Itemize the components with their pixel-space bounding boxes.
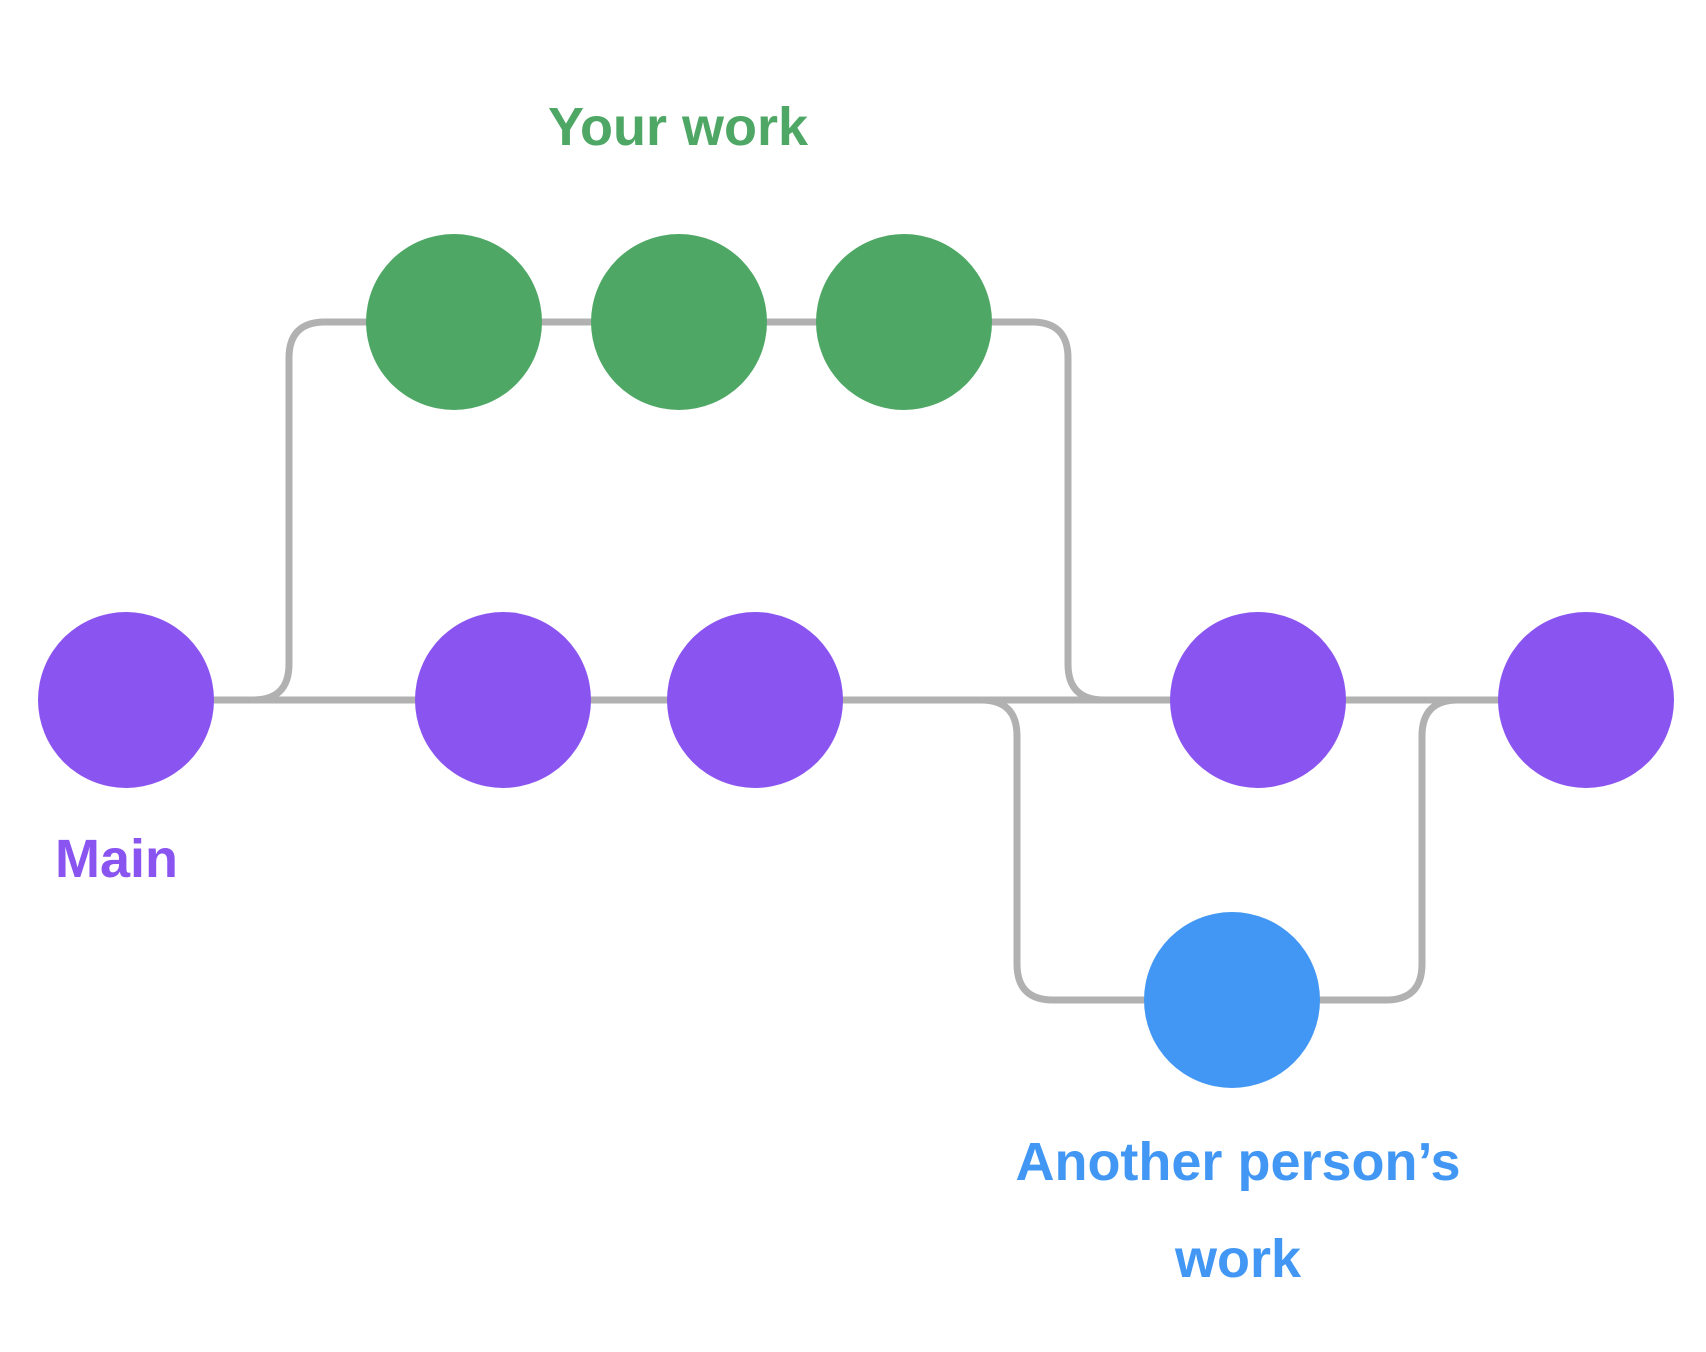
commit-node-your-work-2 (591, 234, 767, 410)
commit-node-another-person-1 (1144, 912, 1320, 1088)
main-label: Main (55, 829, 179, 889)
commit-node-main-4 (1170, 612, 1346, 788)
your-work-label: Your work (547, 97, 809, 157)
commit-node-main-5 (1498, 612, 1674, 788)
another-person-label: Another person’s work (1015, 1114, 1460, 1308)
commit-node-main-3 (667, 612, 843, 788)
commit-node-main-2 (415, 612, 591, 788)
another-person-label-line1: Another person’s (1015, 1132, 1461, 1192)
commit-node-your-work-3 (816, 234, 992, 410)
commit-node-your-work-1 (366, 234, 542, 410)
commit-node-main-1 (38, 612, 214, 788)
another-person-label-line2: work (1174, 1229, 1302, 1289)
